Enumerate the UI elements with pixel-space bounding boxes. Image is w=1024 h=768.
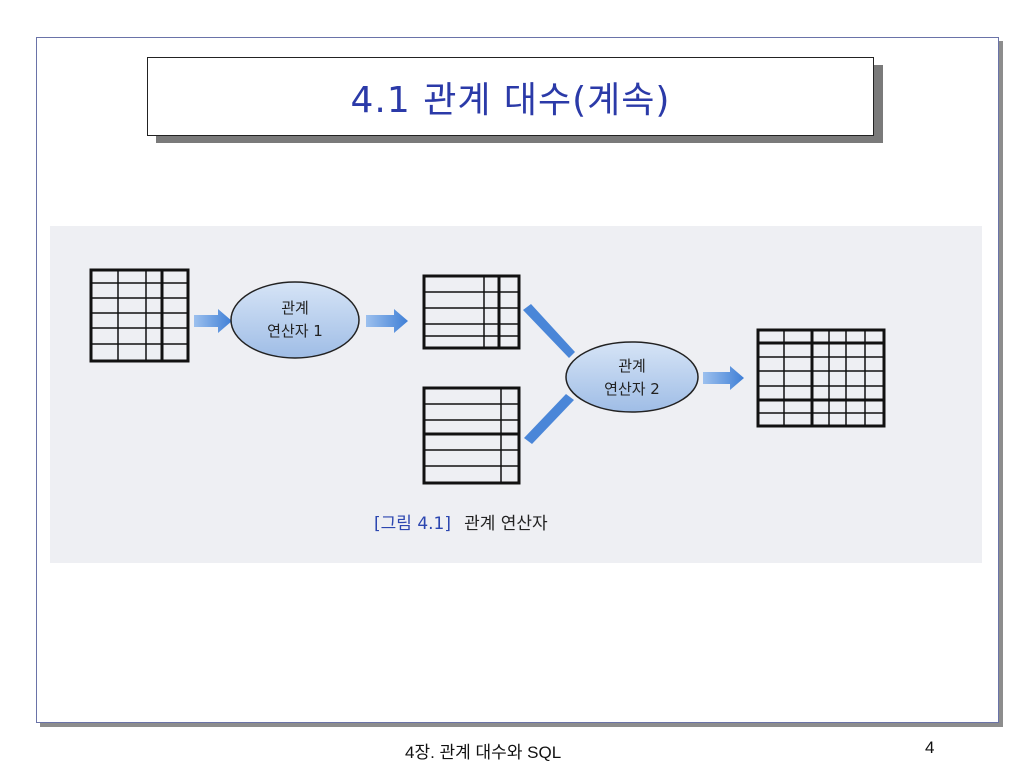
operator-2-line1: 관계 [618,357,646,375]
figure-caption: [그림 4.1] 관계 연산자 [374,514,548,534]
operator-1-line1: 관계 [281,299,309,317]
intermediate-table [422,274,521,350]
arrow-4 [524,394,574,444]
operator-2: 관계 연산자 2 [565,341,699,413]
result-table [756,328,886,428]
operator-1: 관계 연산자 1 [230,281,360,359]
input-table-1 [89,268,190,363]
slide-footer: 4장. 관계 대수와 SQL [405,743,562,762]
operator-1-line2: 연산자 1 [267,322,323,340]
relational-operator-diagram: 관계 연산자 1 [89,268,886,534]
figure-panel: 관계 연산자 1 [50,226,982,563]
arrow-5 [703,366,744,390]
slide-title: 4.1 관계 대수(계속) [350,79,671,121]
arrow-3 [523,304,575,358]
input-table-2 [422,386,521,485]
caption-text: 관계 연산자 [464,514,548,534]
arrow-2 [366,309,408,333]
caption-number: [그림 4.1] [374,514,451,534]
operator-2-line2: 연산자 2 [604,380,660,398]
title-box: 4.1 관계 대수(계속) [147,57,874,136]
arrow-1 [194,309,232,333]
page-number: 4 [925,738,935,757]
